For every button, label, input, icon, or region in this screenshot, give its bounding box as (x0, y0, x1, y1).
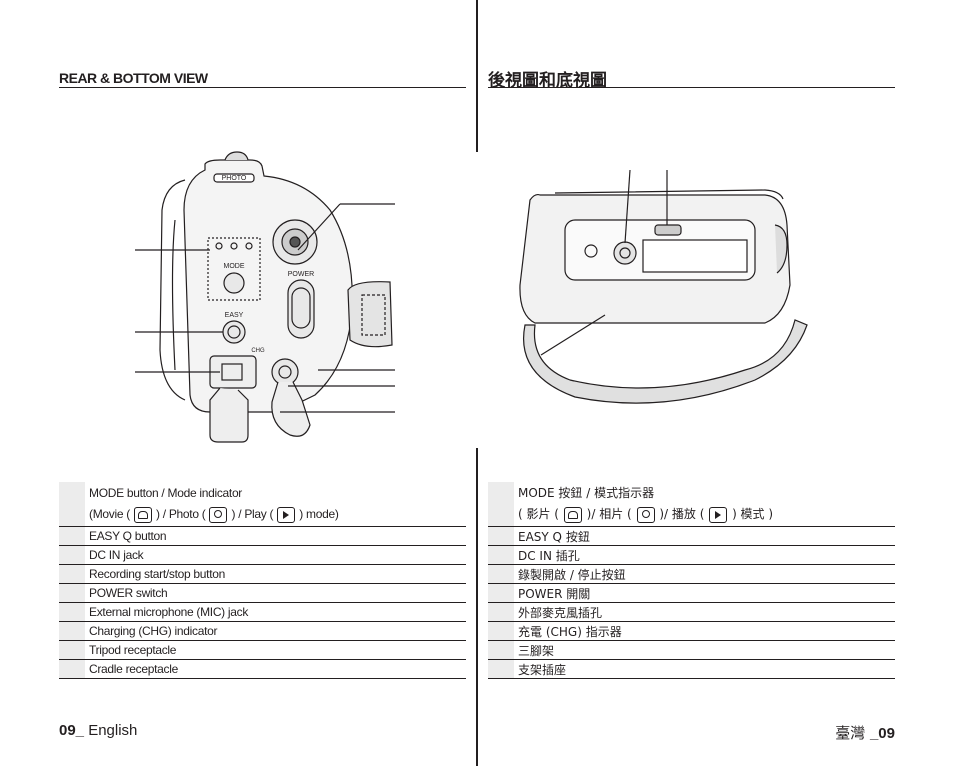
table-row: Charging (CHG) indicator (59, 621, 466, 641)
page-number-zh: _09 (869, 725, 895, 742)
item-mode-line1-zh: MODE 按鈕 / 模式指示器 (518, 486, 655, 500)
illus-label-mode: MODE (224, 263, 245, 270)
table-row: MODE 按鈕 / 模式指示器 ( 影片 ( )/ 相片 ( )/ 播放 ( )… (488, 482, 895, 527)
play-icon (709, 506, 728, 523)
table-row: EASY Q button (59, 526, 466, 546)
item-mode-line1: MODE button / Mode indicator (89, 486, 243, 500)
item-dc-in: DC IN jack (89, 548, 144, 562)
item-easy-q-zh: EASY Q 按鈕 (518, 529, 590, 544)
item-record-zh: 錄製開啟 / 停止按鈕 (518, 567, 626, 582)
item-mic-zh: 外部麥克風插孔 (518, 605, 603, 620)
photo-icon (209, 506, 228, 523)
footer-language: English (84, 722, 138, 739)
table-row: 外部麥克風插孔 (488, 602, 895, 622)
play-icon (277, 506, 296, 523)
center-divider-bottom (476, 448, 478, 766)
table-row: Recording start/stop button (59, 564, 466, 584)
item-easy-q: EASY Q button (89, 529, 167, 543)
table-row: 支架插座 (488, 659, 895, 679)
table-row: DC IN jack (59, 545, 466, 565)
item-dc-in-zh: DC IN 插孔 (518, 548, 580, 563)
page-footer-right: 臺灣 _09 (835, 722, 895, 743)
table-row: 充電 (CHG) 指示器 (488, 621, 895, 641)
item-tripod: Tripod receptacle (89, 643, 177, 657)
table-row: Tripod receptacle (59, 640, 466, 660)
table-row: POWER 開關 (488, 583, 895, 603)
center-divider-top (476, 0, 478, 152)
page-footer-left: 09_ English (59, 722, 137, 739)
page-number: 09_ (59, 722, 85, 739)
footer-language-zh: 臺灣 (835, 724, 870, 742)
item-mode-line2-zh: ( 影片 ( )/ 相片 ( )/ 播放 ( ) 模式 ) (518, 506, 774, 523)
item-chg-zh: 充電 (CHG) 指示器 (518, 624, 622, 639)
movie-icon (133, 506, 152, 523)
table-row: External microphone (MIC) jack (59, 602, 466, 622)
item-tripod-zh: 三腳架 (518, 643, 555, 658)
photo-icon (636, 506, 655, 523)
table-row: Cradle receptacle (59, 659, 466, 679)
table-row: MODE button / Mode indicator (Movie ( ) … (59, 482, 466, 527)
item-power-zh: POWER 開關 (518, 586, 591, 601)
section-title-english: REAR & BOTTOM VIEW (59, 70, 466, 88)
table-row: DC IN 插孔 (488, 545, 895, 565)
item-mode-line2: (Movie ( ) / Photo ( ) / Play ( ) mode) (89, 506, 339, 523)
item-cradle-zh: 支架插座 (518, 662, 567, 677)
illus-label-power: POWER (288, 271, 314, 278)
table-row: 三腳架 (488, 640, 895, 660)
illus-label-easy: EASY (225, 312, 244, 319)
item-record: Recording start/stop button (89, 567, 225, 581)
item-cradle: Cradle receptacle (89, 662, 178, 676)
section-title-chinese: 後視圖和底視圖 (488, 66, 895, 91)
item-mic: External microphone (MIC) jack (89, 605, 249, 619)
item-power: POWER switch (89, 586, 168, 600)
illus-label-chg: CHG (251, 348, 265, 354)
table-row: POWER switch (59, 583, 466, 603)
camcorder-bottom-view-illustration (519, 169, 808, 404)
table-row: EASY Q 按鈕 (488, 526, 895, 546)
camcorder-rear-view-illustration: PHOTO MODE EASY POWER CHG (135, 151, 395, 443)
item-chg: Charging (CHG) indicator (89, 624, 218, 638)
parts-table-english: MODE button / Mode indicator (Movie ( ) … (59, 482, 466, 679)
illus-label-photo: PHOTO (222, 175, 247, 182)
table-row: 錄製開啟 / 停止按鈕 (488, 564, 895, 584)
parts-table-chinese: MODE 按鈕 / 模式指示器 ( 影片 ( )/ 相片 ( )/ 播放 ( )… (488, 482, 895, 679)
movie-icon (563, 506, 582, 523)
